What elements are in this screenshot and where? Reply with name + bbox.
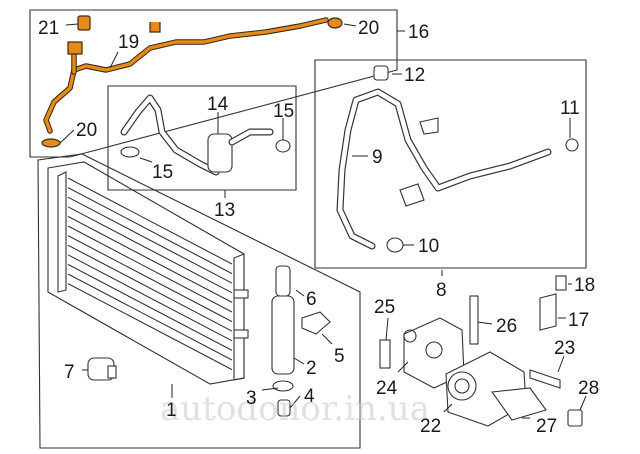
callout-6: 6 (306, 289, 317, 310)
callout-24: 24 (376, 378, 398, 399)
callout-20-left: 20 (76, 120, 97, 141)
callout-16: 16 (408, 22, 429, 43)
callout-1: 1 (166, 400, 177, 421)
callout-14: 14 (207, 94, 229, 115)
condenser-fin (67, 206, 233, 294)
assembly-8-frame (314, 59, 587, 269)
hose-assembly-13 (120, 94, 291, 176)
assembly-16-frame (29, 9, 405, 158)
condenser-fin (67, 225, 233, 313)
callout-labels: 21 19 20 16 20 14 15 15 13 12 11 9 10 8 … (38, 18, 599, 437)
condenser-fin (67, 187, 233, 275)
sensor-7 (87, 357, 117, 381)
callout-26: 26 (496, 316, 517, 337)
callout-17: 17 (568, 310, 589, 331)
condenser-fin (67, 283, 233, 371)
compressor-22 (379, 275, 583, 427)
condenser-fin (67, 196, 233, 284)
condenser-1 (37, 153, 361, 449)
callout-10: 10 (418, 236, 439, 257)
callout-15-left: 15 (152, 162, 173, 183)
callout-22: 22 (420, 416, 441, 437)
condenser-fin (67, 254, 233, 342)
watermark: autodonor.in.ua (160, 389, 430, 429)
hose-assembly-8 (336, 65, 579, 253)
callout-4: 4 (304, 386, 315, 407)
assembly-13-frame (107, 85, 297, 191)
callout-7: 7 (64, 362, 75, 383)
callout-23: 23 (554, 338, 575, 359)
callout-28: 28 (578, 378, 599, 399)
callout-5: 5 (334, 346, 345, 367)
callout-12: 12 (404, 65, 425, 86)
hose-19-highlighted (41, 15, 343, 148)
callout-21: 21 (38, 18, 59, 39)
leader-lines (59, 23, 587, 419)
condenser-fin (67, 244, 233, 332)
callout-9: 9 (372, 147, 383, 168)
condenser-fin (67, 235, 233, 323)
condenser-fin (67, 215, 233, 303)
condenser-fin (67, 177, 233, 265)
callout-2: 2 (306, 358, 317, 379)
callout-25: 25 (374, 297, 395, 318)
callout-13: 13 (214, 200, 235, 221)
callout-19: 19 (118, 32, 139, 53)
callout-11: 11 (560, 98, 580, 119)
callout-3: 3 (246, 388, 257, 409)
callout-18: 18 (574, 275, 595, 296)
condenser-fin (67, 263, 233, 351)
callout-8: 8 (436, 280, 447, 301)
callout-15-right: 15 (273, 101, 294, 122)
callout-27: 27 (536, 416, 557, 437)
condenser-fin (67, 273, 233, 361)
callout-20-top: 20 (358, 18, 379, 39)
